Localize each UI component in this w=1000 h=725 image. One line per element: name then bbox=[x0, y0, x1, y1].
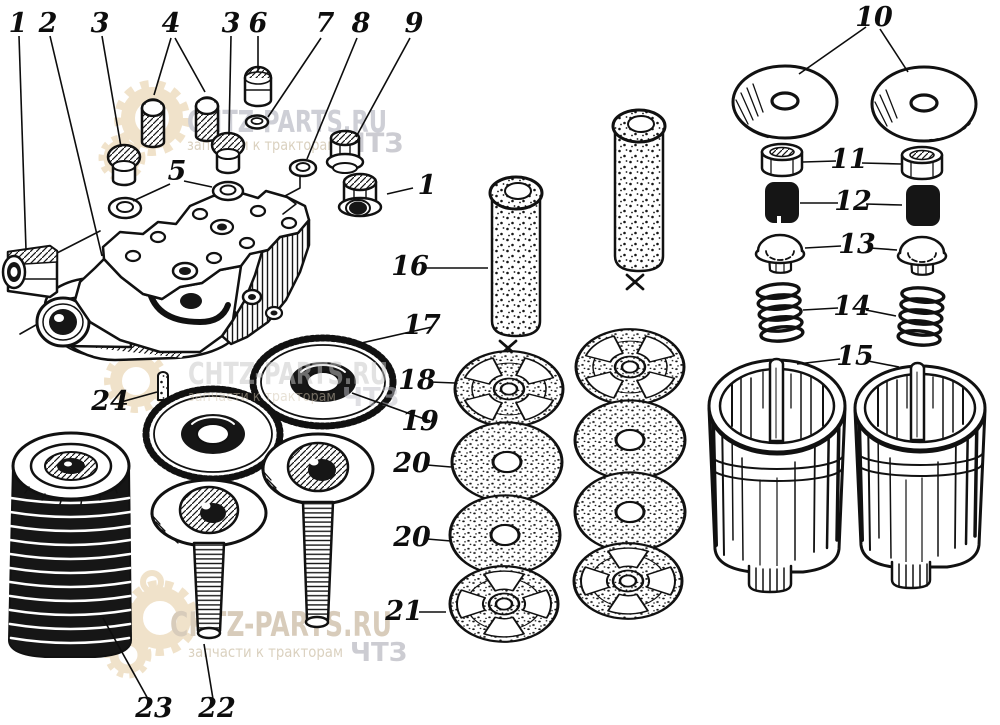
callout-1: 1 bbox=[9, 8, 28, 39]
cup-15-left bbox=[707, 357, 847, 594]
sealing-ring-17 bbox=[249, 334, 397, 430]
callout-8: 8 bbox=[351, 8, 371, 39]
rod-22-left bbox=[150, 478, 268, 640]
spacer-disc-21 bbox=[448, 565, 560, 643]
tube-16-left bbox=[488, 175, 544, 357]
callout-15: 15 bbox=[836, 341, 874, 372]
washer-8 bbox=[288, 158, 318, 178]
washer-disc-10-right bbox=[870, 65, 978, 143]
watermark-tagline: запчасти к тракторам bbox=[188, 389, 336, 405]
callout-9: 9 bbox=[405, 8, 424, 39]
filter-disc-20a bbox=[450, 421, 564, 503]
callout-11: 11 bbox=[830, 144, 868, 175]
callout-10: 10 bbox=[855, 2, 893, 33]
pin-4b bbox=[194, 96, 220, 143]
watermark-middle: CHTZ-PARTS.RU запчасти к тракторам ЧТЗ bbox=[188, 357, 399, 413]
seal-12-left bbox=[765, 182, 799, 223]
watermark-suffix: ЧТЗ bbox=[350, 638, 407, 668]
plug-3a bbox=[106, 143, 142, 187]
nut-11-right bbox=[900, 145, 944, 181]
spacer-disc-r1 bbox=[574, 328, 686, 406]
callout-2: 2 bbox=[38, 8, 58, 39]
leader-lines bbox=[18, 26, 909, 700]
hex-fitting-1b bbox=[337, 172, 383, 218]
hex-plug-left bbox=[1, 244, 59, 299]
spacer-disc-18 bbox=[453, 350, 565, 428]
watermark-brand: CHTZ-PARTS.RU bbox=[188, 357, 388, 392]
washer-7 bbox=[244, 114, 270, 130]
watermark-tagline: запчасти к тракторам bbox=[188, 643, 343, 661]
callouts: 1 2 3 4 3 6 7 8 9 5 1 10 11 12 13 14 15 … bbox=[9, 2, 893, 724]
pin-24 bbox=[157, 371, 169, 401]
callout-12: 12 bbox=[834, 186, 872, 217]
callout-1b: 1 bbox=[418, 170, 437, 201]
callout-19: 19 bbox=[401, 406, 439, 437]
callout-14: 14 bbox=[833, 291, 871, 322]
filter-disc-r3 bbox=[573, 471, 687, 553]
filter-head-casting bbox=[19, 175, 311, 362]
callout-20b: 20 bbox=[392, 522, 431, 553]
nut-11-left bbox=[760, 142, 804, 178]
filter-disc-r2 bbox=[573, 399, 687, 481]
tube-16-right bbox=[611, 108, 667, 291]
plug-6 bbox=[243, 65, 273, 108]
callout-4: 4 bbox=[162, 8, 181, 39]
callout-16: 16 bbox=[391, 251, 429, 282]
callout-23: 23 bbox=[134, 693, 173, 724]
washer-disc-10-left bbox=[731, 64, 839, 140]
filter-disc-20b bbox=[448, 494, 562, 576]
watermark-bottom: CHTZ-PARTS.RU запчасти к тракторам ЧТЗ bbox=[104, 570, 407, 679]
callout-20a: 20 bbox=[392, 448, 431, 479]
pin-4a bbox=[140, 98, 166, 149]
plug-3b bbox=[210, 131, 246, 175]
washer-5b bbox=[211, 180, 245, 202]
cap-nut-9 bbox=[325, 129, 365, 174]
spring-14-left bbox=[755, 282, 805, 343]
callout-22: 22 bbox=[197, 693, 236, 724]
washer-5a bbox=[107, 196, 143, 220]
rod-22-right bbox=[261, 432, 375, 629]
seal-12-right bbox=[906, 185, 940, 226]
cap-13-left bbox=[754, 233, 806, 274]
cap-13-right bbox=[896, 235, 948, 276]
spacer-disc-r4 bbox=[572, 542, 684, 620]
callout-17: 17 bbox=[403, 310, 441, 341]
callout-13: 13 bbox=[838, 229, 876, 260]
callout-21: 21 bbox=[384, 596, 423, 627]
watermark-suffix: ЧТЗ bbox=[342, 383, 399, 413]
callout-24: 24 bbox=[90, 386, 129, 417]
callout-6: 6 bbox=[249, 8, 268, 39]
sealing-ring-b bbox=[142, 385, 284, 483]
callout-7: 7 bbox=[316, 8, 335, 39]
callout-18: 18 bbox=[398, 365, 436, 396]
callout-3b: 3 bbox=[222, 8, 241, 39]
spring-14-right bbox=[896, 286, 946, 347]
filter-element-23 bbox=[8, 431, 132, 658]
cup-15-right bbox=[853, 361, 987, 590]
callout-3a: 3 bbox=[91, 8, 110, 39]
callout-5: 5 bbox=[168, 156, 187, 187]
